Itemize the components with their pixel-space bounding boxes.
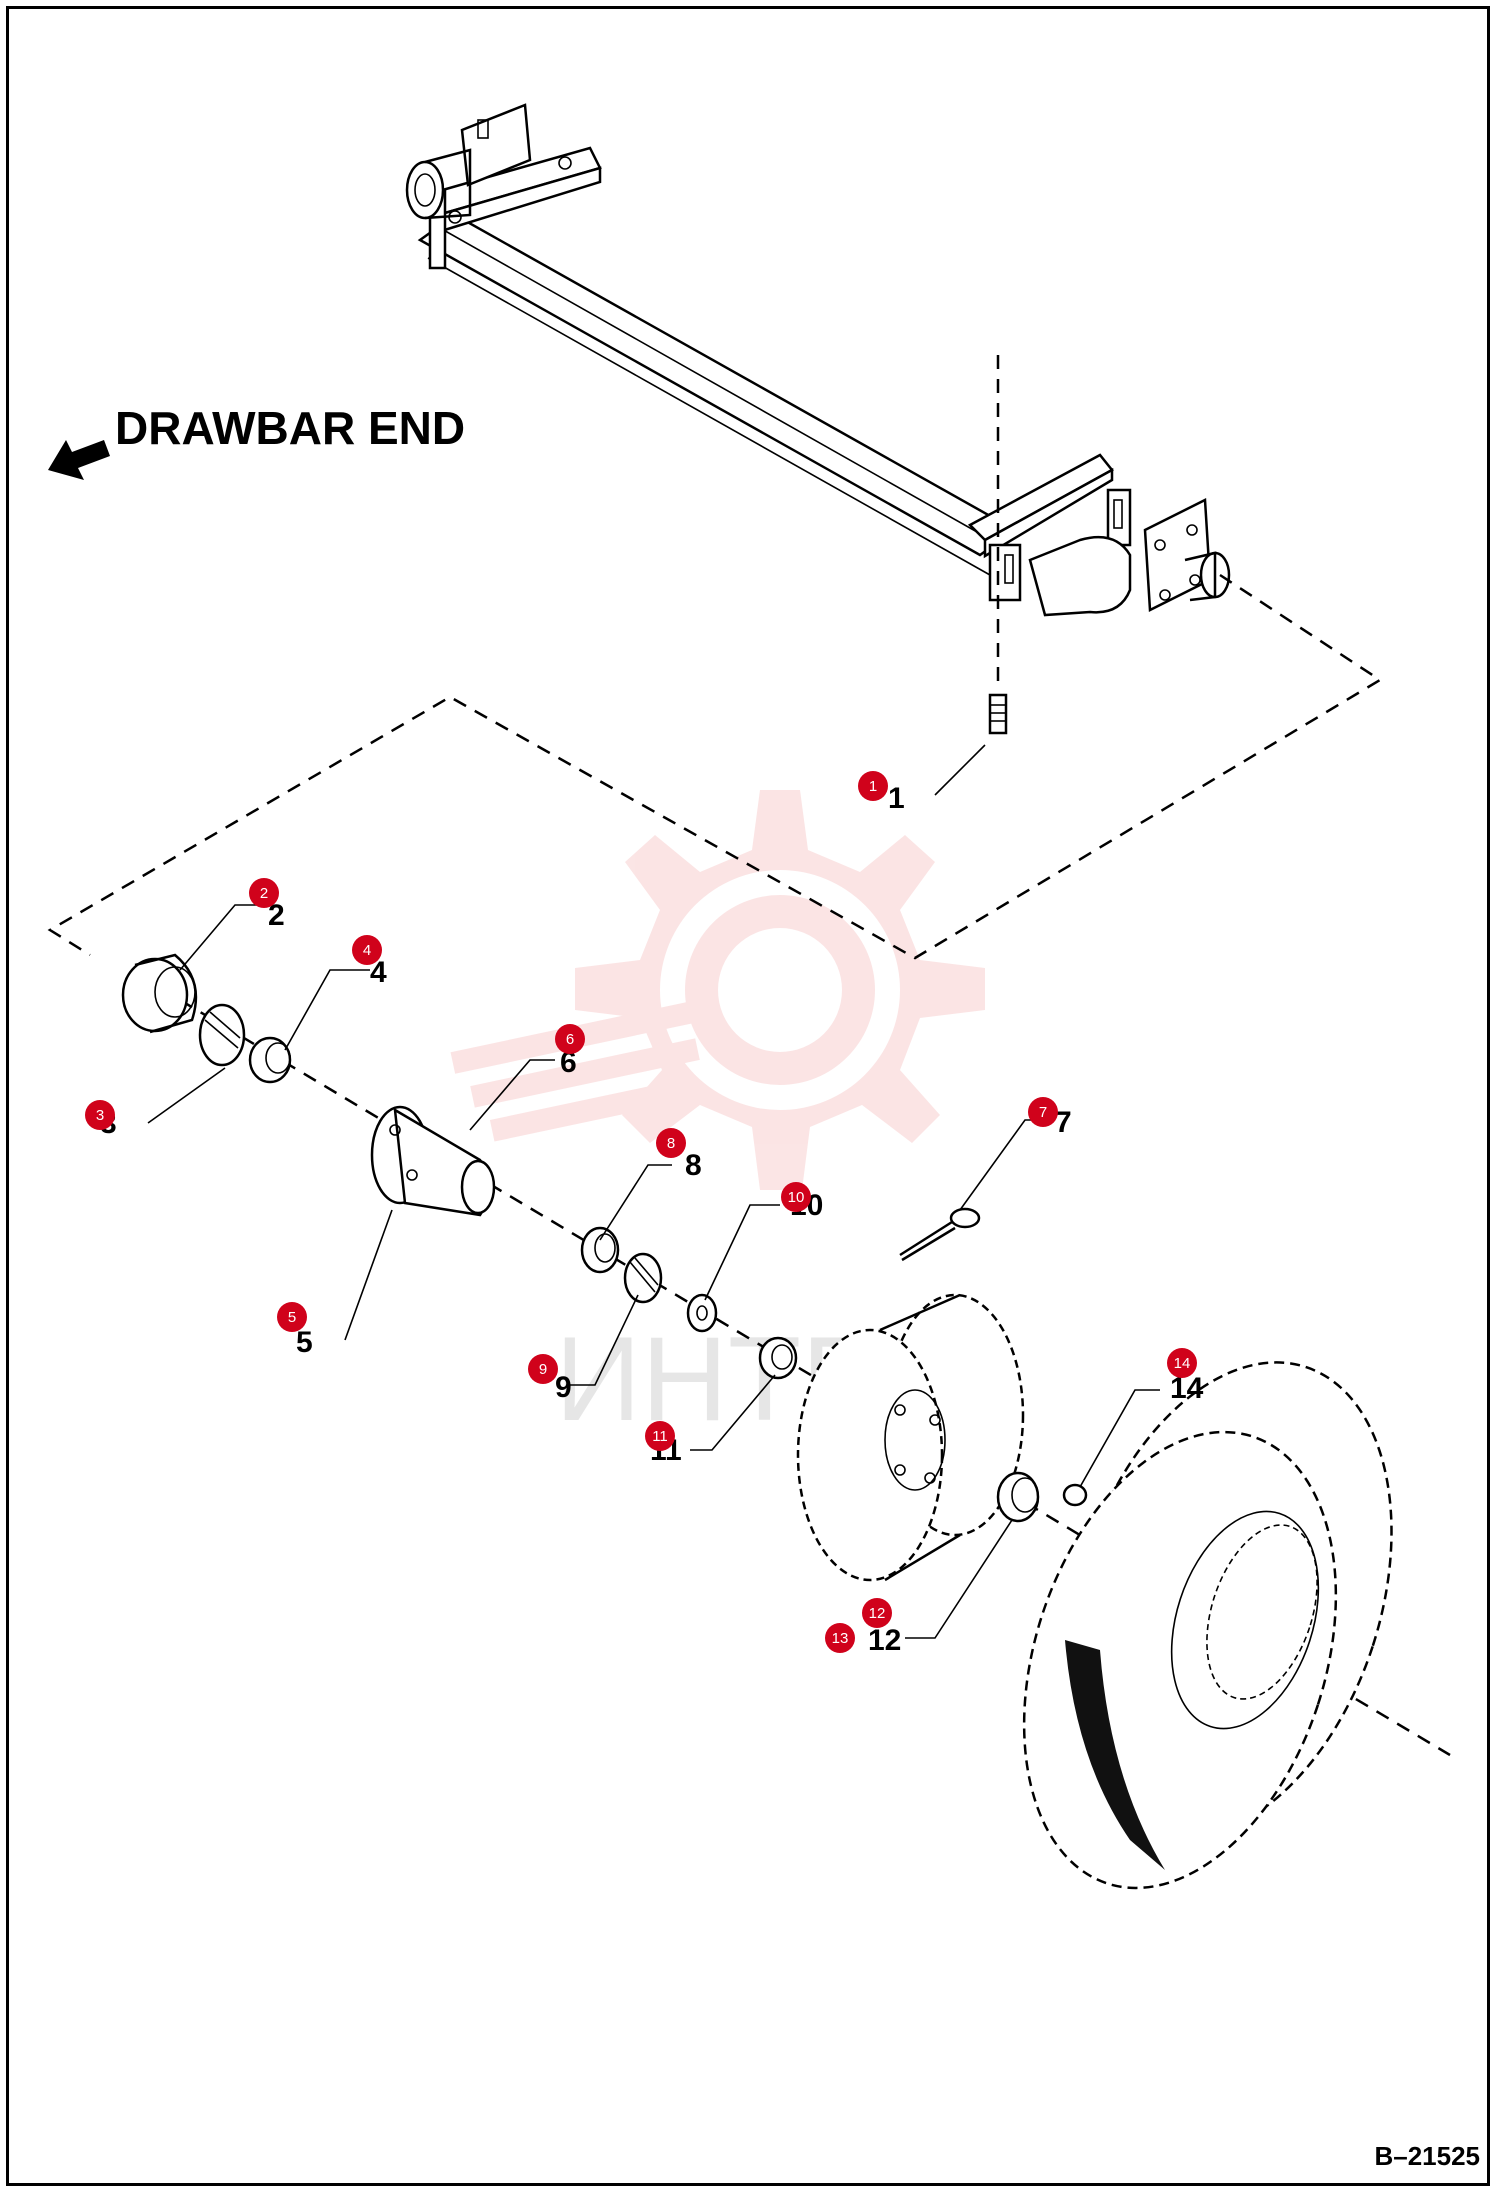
part-14-lug-nut <box>1062 1483 1088 1507</box>
svg-text:8: 8 <box>667 1135 675 1152</box>
callout-badges: 1 2 3 4 5 6 7 8 9 10 11 12 13 14 <box>85 771 1197 1653</box>
part-10-washer <box>686 1293 718 1333</box>
svg-text:6: 6 <box>566 1031 574 1048</box>
svg-text:14: 14 <box>1174 1355 1191 1372</box>
callout-number-7: 7 <box>1055 1106 1072 1139</box>
svg-text:4: 4 <box>363 942 371 959</box>
callout-badge-10: 10 <box>781 1182 811 1212</box>
svg-text:12: 12 <box>869 1605 886 1622</box>
part-8-bearing-cup <box>580 1226 620 1274</box>
svg-text:1: 1 <box>869 778 877 795</box>
part-4-seal <box>248 1036 292 1084</box>
svg-text:5: 5 <box>288 1309 296 1326</box>
svg-text:11: 11 <box>652 1428 668 1445</box>
callout-badge-2: 2 <box>249 878 279 908</box>
callout-number-9: 9 <box>555 1371 572 1404</box>
callout-badge-1: 1 <box>858 771 888 801</box>
callout-number-1: 1 <box>888 782 905 815</box>
callout-number-6: 6 <box>560 1046 577 1079</box>
callout-badge-12: 12 <box>862 1598 892 1628</box>
callout-badge-4: 4 <box>352 935 382 965</box>
axle-beam <box>405 103 1231 617</box>
callout-badge-7: 7 <box>1028 1097 1058 1127</box>
callout-badge-3: 3 <box>85 1100 115 1130</box>
svg-text:10: 10 <box>788 1189 805 1206</box>
callout-badge-9: 9 <box>528 1354 558 1384</box>
svg-text:9: 9 <box>539 1361 547 1378</box>
callout-number-14: 14 <box>1170 1372 1204 1405</box>
part-7-cotter-pin <box>899 1207 981 1262</box>
callout-number-4: 4 <box>370 956 387 989</box>
callout-badge-6: 6 <box>555 1024 585 1054</box>
callout-badge-5: 5 <box>277 1302 307 1332</box>
part-5-hub <box>370 1105 496 1217</box>
watermark-gear-icon <box>575 790 985 1190</box>
part-9-bearing-cone <box>623 1252 663 1304</box>
svg-text:3: 3 <box>96 1107 104 1124</box>
part-2-bearing-cup <box>121 953 198 1034</box>
drawbar-end-heading: DRAWBAR END <box>115 402 465 454</box>
svg-text:7: 7 <box>1039 1104 1047 1121</box>
wheel-rim <box>796 1293 1025 1582</box>
svg-text:2: 2 <box>260 885 268 902</box>
callout-number-5: 5 <box>296 1326 313 1359</box>
part-3-bearing-cone <box>198 1003 246 1067</box>
part-11-nut <box>758 1336 798 1380</box>
callout-number-12: 12 <box>868 1624 901 1657</box>
callout-badge-13: 13 <box>825 1623 855 1653</box>
watermark-logo <box>450 790 985 1190</box>
figure-reference: B–21525 <box>1374 2141 1480 2171</box>
callout-badge-11: 11 <box>645 1421 675 1451</box>
callout-badge-14: 14 <box>1167 1348 1197 1378</box>
part-12-hub-cap <box>996 1471 1040 1523</box>
tire <box>1022 1361 1393 1890</box>
svg-text:13: 13 <box>832 1630 849 1647</box>
drawbar-arrow-icon <box>48 440 110 480</box>
part-1-bolt <box>988 693 1008 735</box>
callout-badge-8: 8 <box>656 1128 686 1158</box>
callout-number-8: 8 <box>685 1149 702 1182</box>
callout-number-2: 2 <box>268 899 285 932</box>
exploded-guide-box <box>47 573 1383 960</box>
